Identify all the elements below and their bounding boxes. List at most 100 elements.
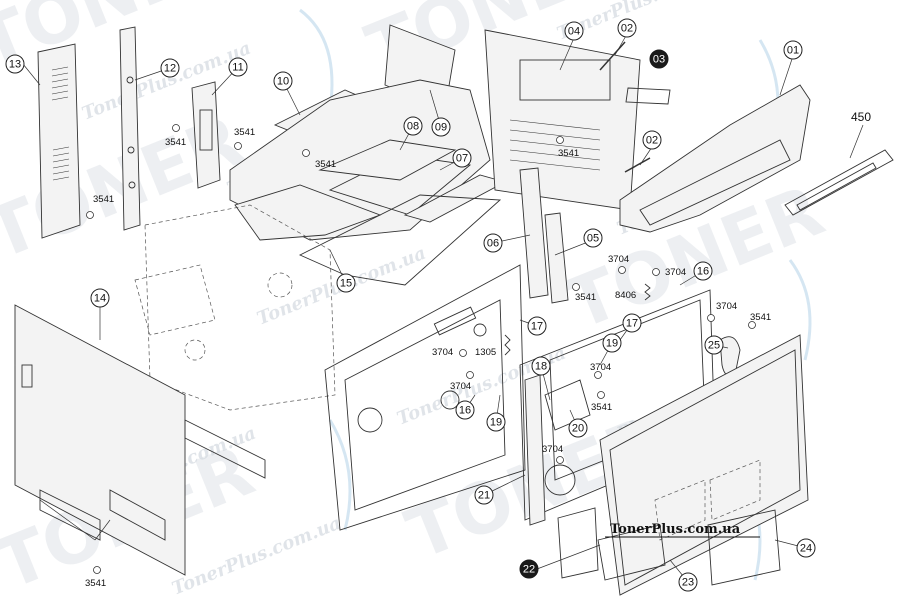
part-450-label: 450: [851, 110, 871, 124]
part-number-label: 3704: [590, 362, 611, 373]
spring-icon: [504, 334, 511, 356]
callout-circle: [455, 400, 475, 420]
part-number-label: 3704: [432, 347, 453, 358]
screw-icon: [556, 136, 564, 144]
part-15-lower-tray: [234, 184, 502, 286]
callout-10: 10: [273, 71, 293, 91]
callout-circle: [568, 418, 588, 438]
callout-17: 17: [527, 316, 547, 336]
part-13-rear-side-panel: [37, 43, 81, 239]
screw-icon: [618, 266, 626, 274]
part-12-side-rail: [119, 26, 141, 231]
callout-label: 16: [697, 266, 709, 278]
callout-label: 01: [787, 45, 799, 57]
callout-circle: [642, 130, 662, 150]
callout-14: 14: [90, 288, 110, 308]
callout-circle: [527, 316, 547, 336]
main-center-frame: [324, 264, 526, 531]
callout-label: 06: [487, 238, 499, 250]
callout-25: 25: [704, 335, 724, 355]
right-frame-assembly: [519, 289, 716, 526]
callout-label: 14: [94, 293, 106, 305]
part-24-panel: [707, 509, 781, 586]
part-number-label: 3541: [591, 402, 612, 413]
part-number-label: 3704: [542, 444, 563, 455]
part-11-bracket: [191, 81, 221, 189]
callout-01: 01: [783, 40, 803, 60]
callout-22: 22: [519, 559, 539, 579]
callout-label: 05: [587, 233, 599, 245]
part-02-screw: [599, 41, 626, 71]
screw-icon: [172, 124, 180, 132]
part-05-rail: [544, 212, 569, 304]
callout-24: 24: [796, 538, 816, 558]
callout-label: 10: [277, 76, 289, 88]
part-number-label: 3704: [716, 301, 737, 312]
screw-icon: [459, 349, 467, 357]
part-14-left-side-panel: [14, 304, 266, 576]
callout-03: 03: [649, 49, 669, 69]
part-number-label: 3541: [575, 292, 596, 303]
front-door: [599, 334, 809, 596]
callout-label: 02: [646, 135, 658, 147]
callout-label: 15: [340, 278, 352, 290]
callout-circle: [336, 273, 356, 293]
callout-label: 03: [653, 54, 665, 66]
callout-circle: [474, 485, 494, 505]
callout-11: 11: [228, 57, 248, 77]
callout-label: 02: [621, 23, 633, 35]
callout-circle: [160, 58, 180, 78]
callout-circle: [5, 54, 25, 74]
screw-icon: [572, 283, 580, 291]
callout-16: 16: [455, 400, 475, 420]
callout-13: 13: [5, 54, 25, 74]
part-number-label: 3541: [85, 578, 106, 589]
callout-circle: [583, 228, 603, 248]
part-04-rear-frame: [484, 29, 641, 211]
callout-21: 21: [474, 485, 494, 505]
callout-label: 12: [164, 63, 176, 75]
part-number-label: 3541: [234, 127, 255, 138]
screw-icon: [707, 314, 715, 322]
callout-circle: [783, 40, 803, 60]
callout-05: 05: [583, 228, 603, 248]
callout-06: 06: [483, 233, 503, 253]
part-number-label: 3704: [608, 254, 629, 265]
callout-label: 22: [523, 564, 535, 576]
screw-icon: [748, 321, 756, 329]
part-03-label: [625, 87, 671, 105]
callout-08: 08: [403, 116, 423, 136]
callout-circle: [531, 356, 551, 376]
part-number-label: 3704: [665, 267, 686, 278]
callout-18: 18: [531, 356, 551, 376]
callout-circle: [483, 233, 503, 253]
callout-circle: [796, 538, 816, 558]
part-number-label: 8406: [615, 290, 636, 301]
callout-12: 12: [160, 58, 180, 78]
callout-label: 19: [490, 417, 502, 429]
callout-circle: [693, 261, 713, 281]
callout-circle: [452, 148, 472, 168]
screw-icon: [302, 149, 310, 157]
part-number-labels: 3541 3541 3541 3541 3541 3541 3541 3704 …: [93, 127, 771, 392]
callout-circle: [228, 57, 248, 77]
part-01-front-top-cover: [619, 84, 811, 233]
callout-07: 07: [452, 148, 472, 168]
callout-label: 25: [708, 340, 720, 352]
screw-icon: [597, 391, 605, 399]
callout-label: 08: [407, 121, 419, 133]
part-23-panel: [597, 524, 666, 581]
part-06-rail: [519, 167, 549, 299]
callout-circle: [622, 313, 642, 333]
part-450-card: [784, 149, 894, 216]
callout-circle: [431, 117, 451, 137]
callout-circle: [273, 71, 293, 91]
callout-circle: [602, 333, 622, 353]
callout-23: 23: [678, 572, 698, 592]
screw-icon: [93, 566, 101, 574]
screw-icon: [652, 268, 660, 276]
callout-label: 04: [568, 26, 580, 38]
callout-label: 17: [531, 321, 543, 333]
part-number-label: 3541: [558, 148, 579, 159]
